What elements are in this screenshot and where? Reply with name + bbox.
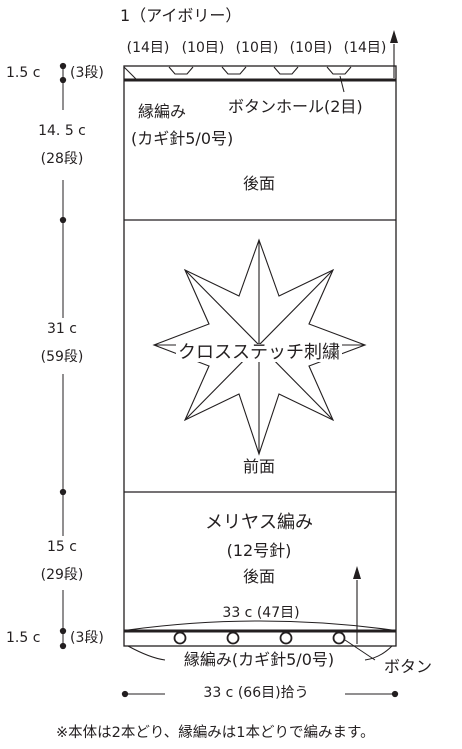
top-border-rows: (3段) bbox=[70, 65, 104, 81]
buttonhole-leader bbox=[339, 75, 345, 93]
knitting-direction-arrow bbox=[353, 566, 361, 644]
back-upper-label: 後面 bbox=[242, 174, 276, 193]
back-top-rows: (28段) bbox=[40, 151, 84, 167]
front-height: 31 c bbox=[47, 321, 77, 337]
stitch-count-5: (14目) bbox=[343, 40, 387, 56]
front-rows: (59段) bbox=[40, 349, 84, 365]
bottom-border-height: 1.5 c bbox=[6, 630, 41, 646]
top-border-diagonal bbox=[123, 66, 138, 81]
bottom-width-arc bbox=[127, 620, 393, 631]
buttonhole-marks bbox=[168, 66, 352, 75]
stockinette-label: メリヤス編み bbox=[205, 512, 313, 533]
edging-label-bottom: 縁編み(カギ針5/0号) bbox=[181, 650, 337, 669]
pickup-label: 33 c (66目)拾う bbox=[203, 685, 309, 701]
yarn-color-label: 1（アイボリー） bbox=[120, 6, 242, 25]
back-top-height: 14. 5 c bbox=[38, 123, 86, 139]
edge-label-top: 縁編み bbox=[138, 102, 187, 121]
stitch-count-4: (10目) bbox=[289, 40, 333, 56]
button-marks bbox=[173, 631, 346, 645]
stitch-count-2: (10目) bbox=[181, 40, 225, 56]
bottom-border-rows: (3段) bbox=[70, 630, 104, 646]
top-border-height: 1.5 c bbox=[6, 65, 41, 81]
edging-leader-right bbox=[364, 645, 393, 661]
left-dimension-line bbox=[59, 62, 67, 650]
button-label: ボタン bbox=[384, 657, 433, 676]
bottom-width-label: 33 c (47目) bbox=[219, 606, 303, 620]
button-leader bbox=[344, 639, 376, 661]
front-label: 前面 bbox=[242, 457, 276, 476]
back-bottom-height: 15 c bbox=[47, 539, 77, 555]
pickup-dimension-line bbox=[121, 690, 399, 698]
stitch-count-3: (10目) bbox=[235, 40, 279, 56]
buttonhole-label: ボタンホール(2目) bbox=[228, 97, 363, 116]
garment-body-outline bbox=[123, 65, 397, 647]
back-bottom-rows: (29段) bbox=[40, 567, 84, 583]
edging-leader bbox=[127, 645, 166, 661]
top-arrow bbox=[390, 30, 398, 78]
stitch-count-1: (14目) bbox=[126, 40, 170, 56]
edge-hook-top: (カギ針5/0号) bbox=[131, 129, 234, 148]
cross-stitch-label: クロスステッチ刺繍 bbox=[176, 342, 342, 363]
back-lower-label: 後面 bbox=[242, 567, 276, 586]
footnote: ※本体は2本どり、縁編みは1本どりで編みます。 bbox=[56, 725, 375, 741]
needle-size-label: (12号針) bbox=[226, 541, 292, 560]
